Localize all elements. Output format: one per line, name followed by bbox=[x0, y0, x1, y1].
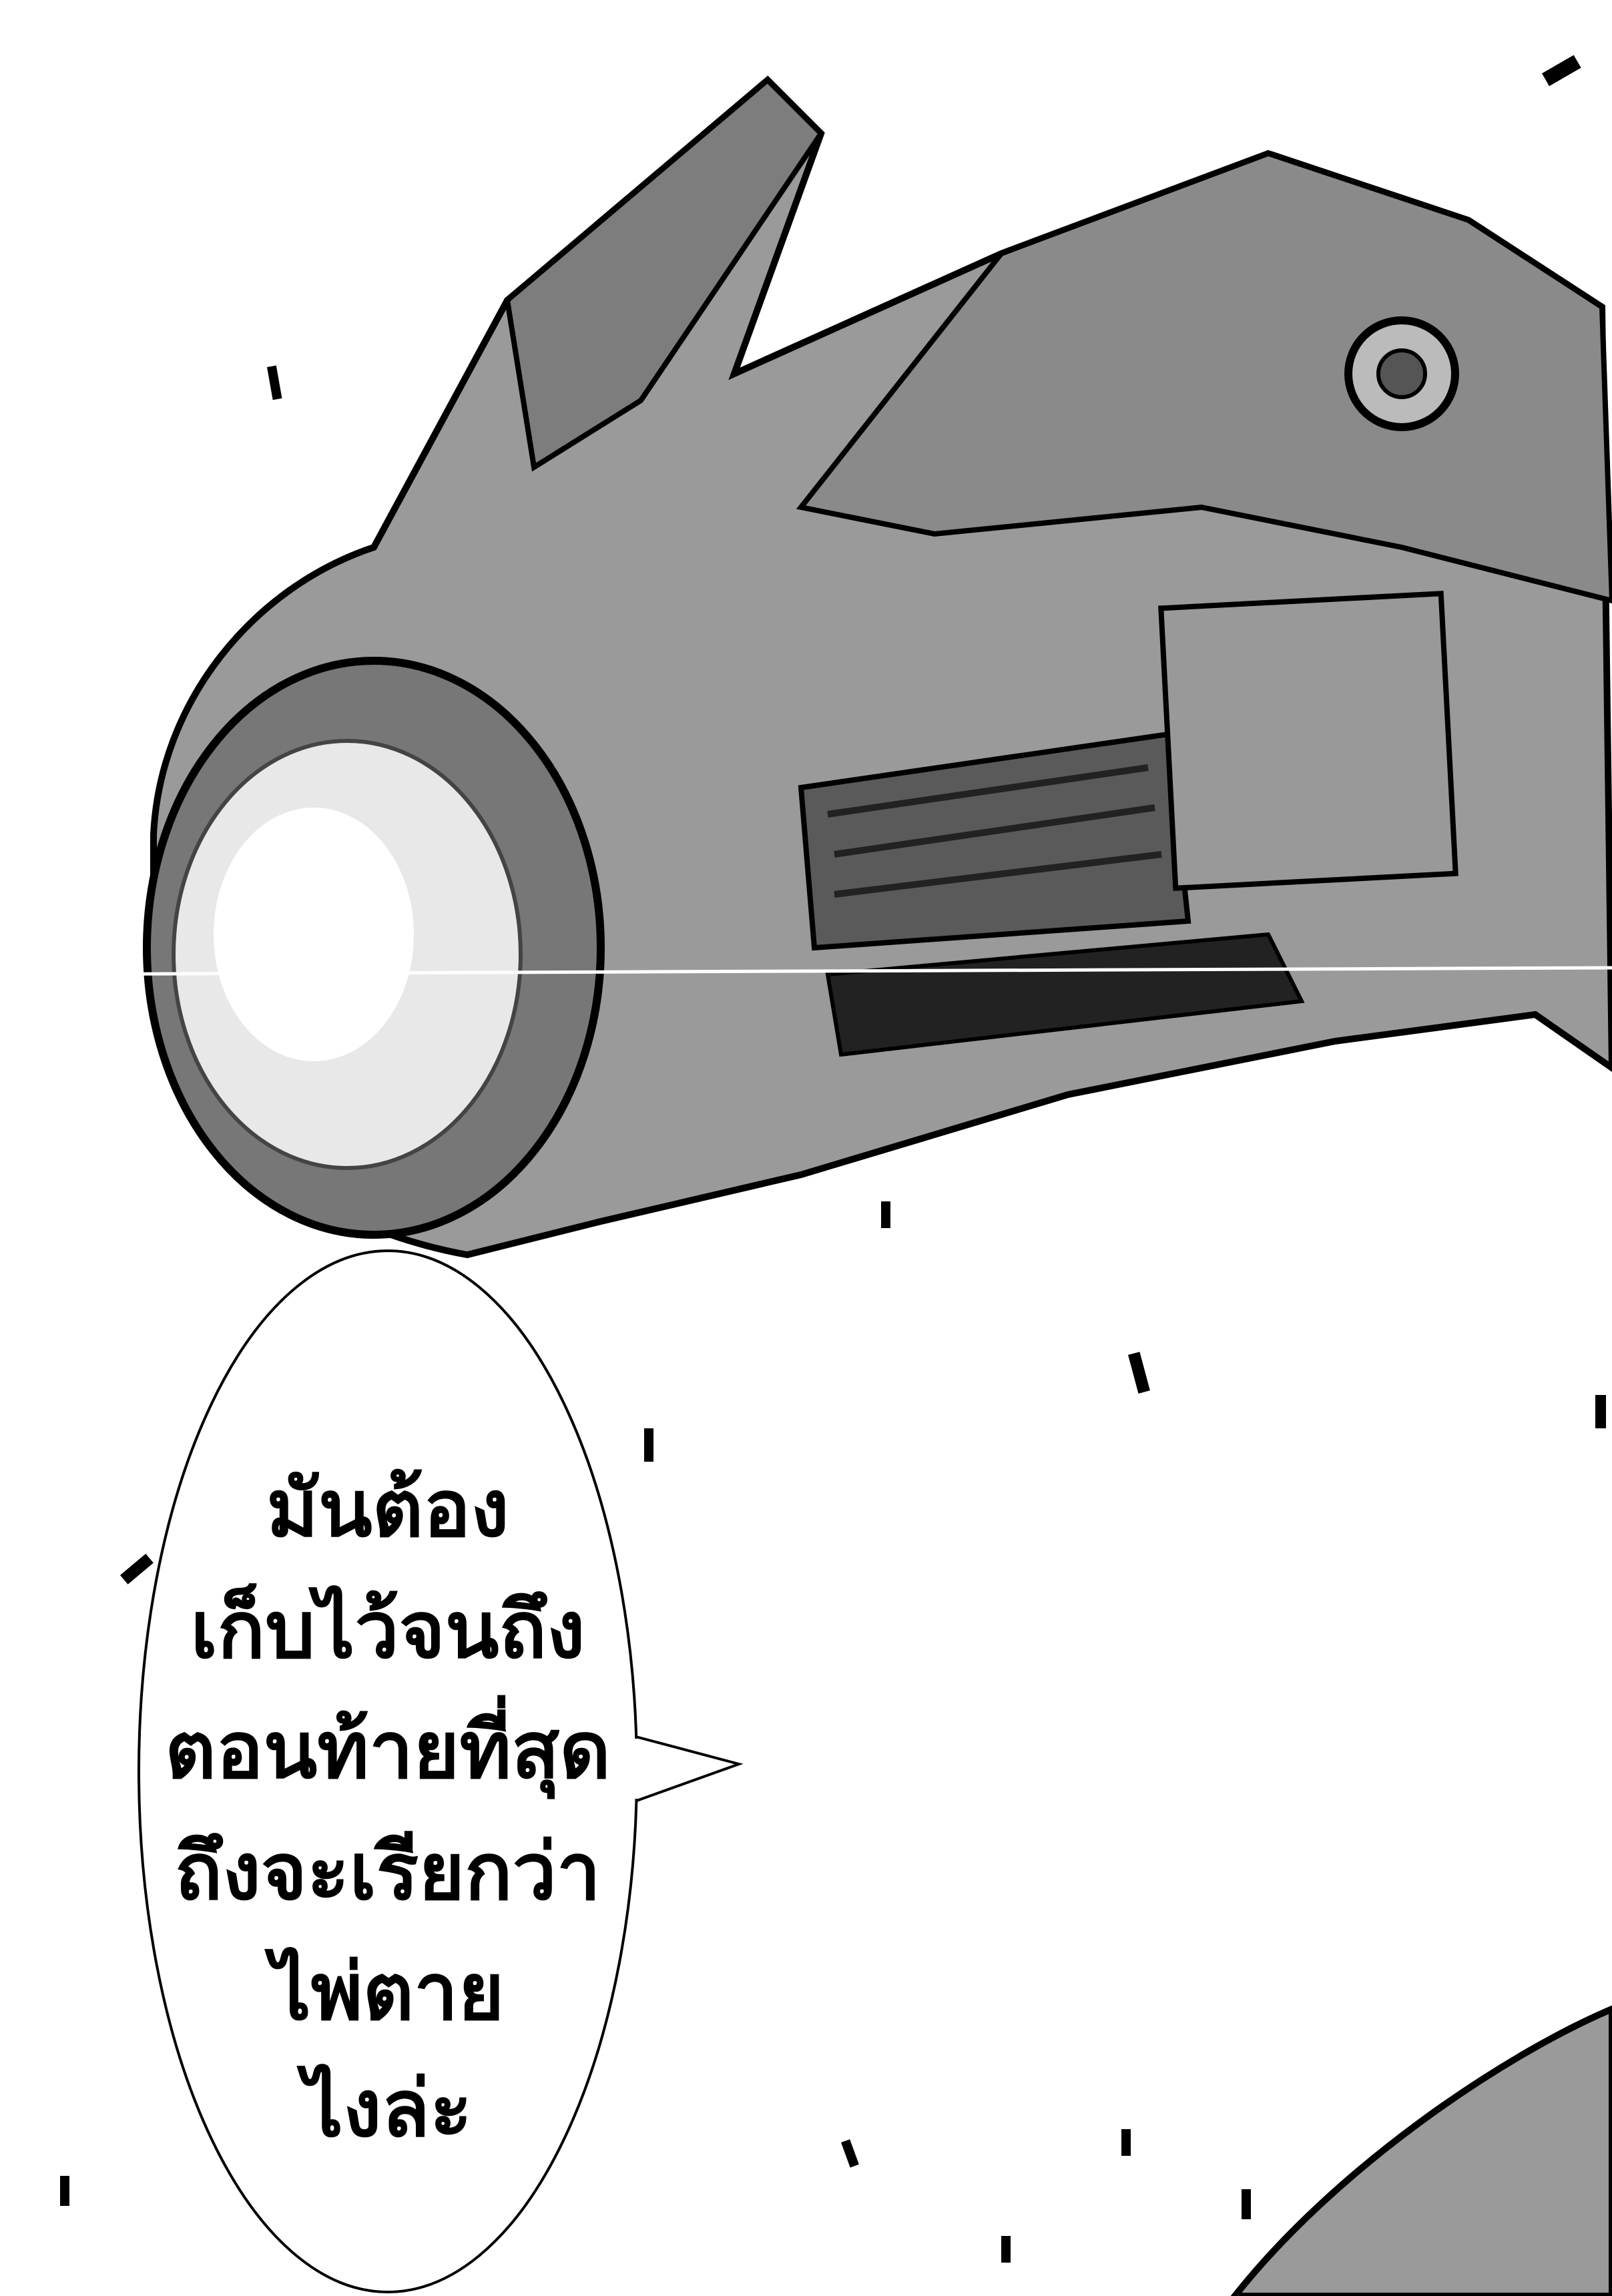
dialogue-line: ไพ่ตาย bbox=[271, 1946, 505, 2038]
dialogue-line: มันต้อง bbox=[266, 1462, 509, 1554]
mecha-head bbox=[796, 150, 1612, 604]
mecha-arm-fragment bbox=[1230, 2005, 1612, 2296]
dialogue-line: ไงล่ะ bbox=[303, 2062, 473, 2155]
dialogue-line: ตอนท้ายที่สุด bbox=[165, 1704, 611, 1796]
dialogue-line: ถึงจะเรียกว่า bbox=[174, 1825, 601, 1918]
dialogue-line: เก็บไว้จนถึง bbox=[190, 1584, 585, 1676]
mecha-vent bbox=[798, 731, 1191, 951]
debris bbox=[60, 55, 1606, 2263]
mecha-fin bbox=[504, 76, 825, 472]
mecha-grille bbox=[825, 932, 1305, 1057]
speech-bubble-tail bbox=[630, 1734, 744, 1803]
